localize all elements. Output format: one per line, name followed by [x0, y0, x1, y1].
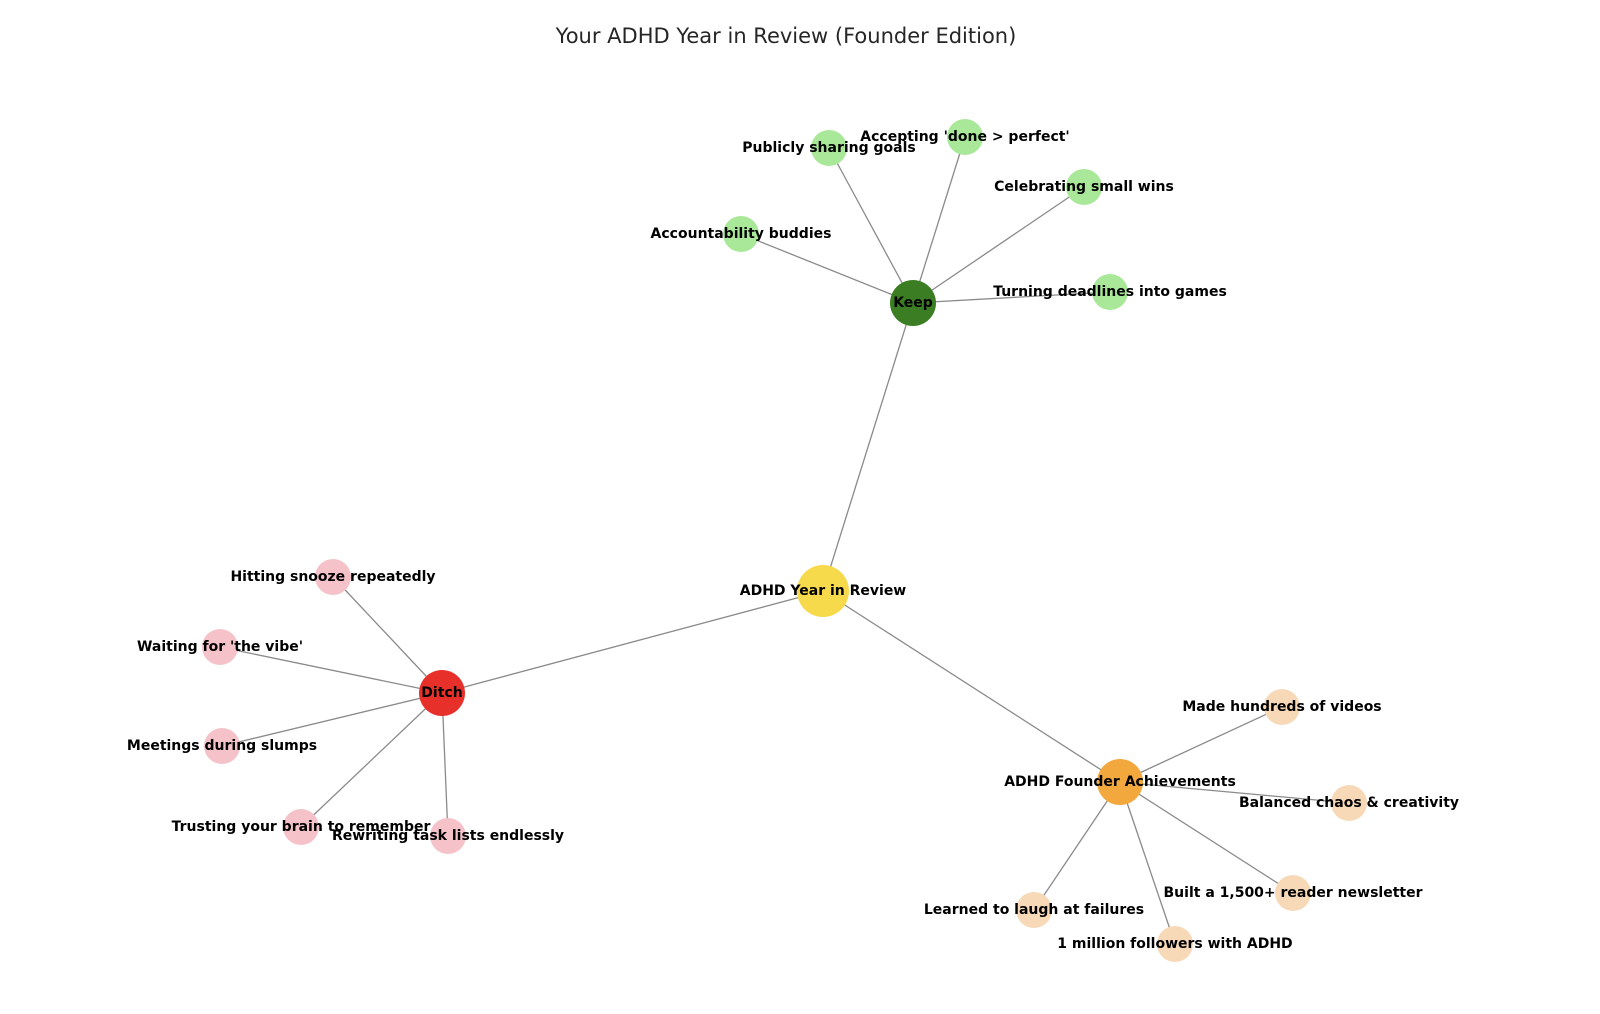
leaf-node-label-made-hundreds-of-videos: Made hundreds of videos — [1182, 699, 1381, 715]
leaf-node-celebrating-small-wins — [1066, 169, 1102, 205]
leaf-node-built-a-1-500-reader-newsletter — [1275, 875, 1311, 911]
edge-adhd-founder-achievements-to-built-a-1-500-reader-newsletter — [1119, 781, 1294, 894]
edge-keep-to-accountability-buddies — [740, 233, 914, 304]
leaf-node-publicly-sharing-goals — [811, 130, 847, 166]
edge-adhd-founder-achievements-to-balanced-chaos-creativity — [1119, 781, 1350, 804]
edge-adhd-founder-achievements-to-made-hundreds-of-videos — [1119, 706, 1283, 783]
leaf-node-turning-deadlines-into-games — [1092, 274, 1128, 310]
leaf-node-label-publicly-sharing-goals: Publicly sharing goals — [742, 140, 915, 156]
hub-node-adhd-founder-achievements — [1097, 759, 1143, 805]
leaf-node-label-learned-to-laugh-at-failures: Learned to laugh at failures — [924, 902, 1144, 918]
root-node-label: ADHD Year in Review — [740, 583, 907, 599]
hub-node-ditch — [419, 670, 465, 716]
edge-keep-to-celebrating-small-wins — [912, 186, 1085, 304]
leaf-node-label-balanced-chaos-creativity: Balanced chaos & creativity — [1239, 795, 1459, 811]
leaf-node-label-rewriting-task-lists-endlessly: Rewriting task lists endlessly — [332, 828, 564, 844]
labels-layer: ADHD Year in Review Keep Publicly sharing … — [127, 129, 1459, 952]
leaf-node-hitting-snooze-repeatedly — [315, 559, 351, 595]
edge-ditch-to-meetings-during-slumps — [221, 692, 443, 747]
leaf-node-meetings-during-slumps — [204, 728, 240, 764]
leaf-node-rewriting-task-lists-endlessly — [430, 818, 466, 854]
root-node — [797, 565, 849, 617]
leaf-node-label-accountability-buddies: Accountability buddies — [651, 226, 832, 242]
diagram-title: Your ADHD Year in Review (Founder Editio… — [555, 24, 1017, 48]
edge-root-to-keep — [822, 302, 914, 592]
edge-root-to-adhd-founder-achievements — [822, 590, 1121, 783]
edge-ditch-to-waiting-for-the-vibe — [219, 646, 443, 694]
leaf-node-waiting-for-the-vibe — [202, 629, 238, 665]
leaf-node-label-trusting-your-brain-to-remember: Trusting your brain to remember — [172, 819, 431, 835]
leaf-node-label-turning-deadlines-into-games: Turning deadlines into games — [993, 284, 1227, 300]
leaf-node-made-hundreds-of-videos — [1264, 689, 1300, 725]
hub-node-label-ditch: Ditch — [421, 685, 462, 701]
leaf-node-label-accepting-done-perfect: Accepting 'done > perfect' — [860, 129, 1069, 145]
edge-keep-to-publicly-sharing-goals — [828, 147, 914, 304]
leaf-node-1-million-followers-with-adhd — [1157, 926, 1193, 962]
nodes-layer — [202, 119, 1367, 962]
leaf-node-label-meetings-during-slumps: Meetings during slumps — [127, 738, 317, 754]
edge-keep-to-turning-deadlines-into-games — [912, 291, 1111, 304]
hub-node-label-keep: Keep — [893, 295, 933, 311]
leaf-node-label-1-million-followers-with-adhd: 1 million followers with ADHD — [1057, 936, 1292, 952]
leaf-node-learned-to-laugh-at-failures — [1016, 892, 1052, 928]
leaf-node-label-built-a-1-500-reader-newsletter: Built a 1,500+ reader newsletter — [1164, 885, 1423, 901]
leaf-node-balanced-chaos-creativity — [1331, 785, 1367, 821]
leaf-node-accepting-done-perfect — [947, 119, 983, 155]
edge-adhd-founder-achievements-to-learned-to-laugh-at-failures — [1033, 781, 1121, 911]
edges-layer — [219, 136, 1350, 945]
leaf-node-label-waiting-for-the-vibe: Waiting for 'the vibe' — [137, 639, 303, 655]
edge-ditch-to-trusting-your-brain-to-remember — [300, 692, 443, 828]
edge-ditch-to-rewriting-task-lists-endlessly — [441, 692, 449, 837]
leaf-node-label-celebrating-small-wins: Celebrating small wins — [994, 179, 1174, 195]
hub-node-label-adhd-founder-achievements: ADHD Founder Achievements — [1004, 774, 1236, 790]
leaf-node-accountability-buddies — [723, 216, 759, 252]
edge-keep-to-accepting-done-perfect — [912, 136, 966, 304]
edge-ditch-to-hitting-snooze-repeatedly — [332, 576, 443, 694]
edge-adhd-founder-achievements-to-1-million-followers-with-adhd — [1119, 781, 1176, 945]
edge-root-to-ditch — [441, 590, 824, 694]
hub-node-keep — [890, 280, 936, 326]
leaf-node-trusting-your-brain-to-remember — [283, 809, 319, 845]
leaf-node-label-hitting-snooze-repeatedly: Hitting snooze repeatedly — [230, 569, 435, 585]
